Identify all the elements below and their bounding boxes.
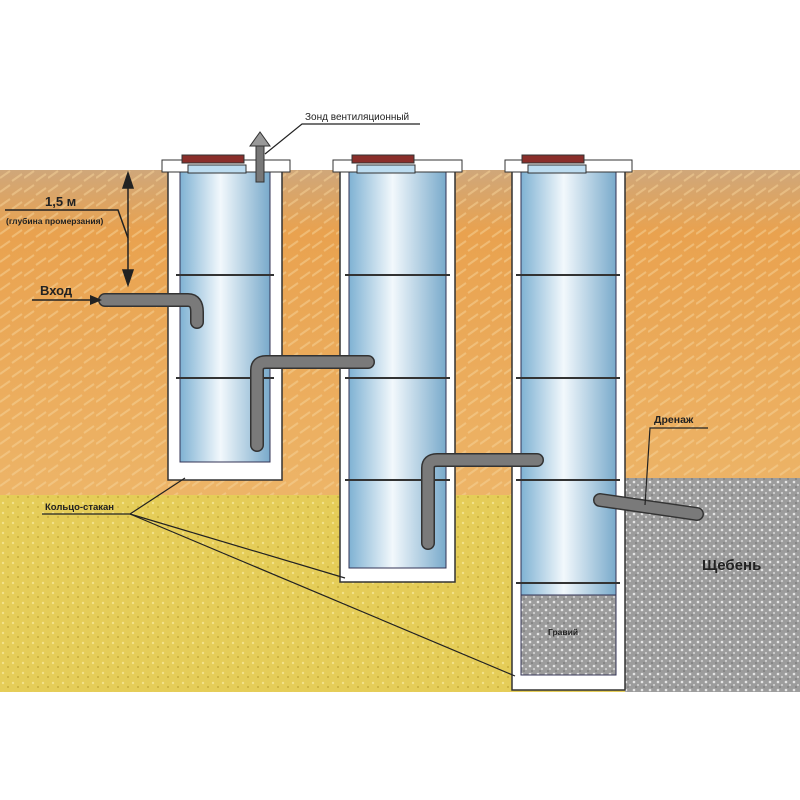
depth-note-label: (глубина промерзания) bbox=[6, 216, 104, 226]
vent-probe-icon bbox=[249, 131, 271, 183]
well-lid bbox=[351, 154, 415, 164]
depth-value-label: 1,5 м bbox=[45, 194, 76, 209]
gravel-fill bbox=[520, 594, 617, 676]
ring-sleeve-label: Кольцо-стакан bbox=[45, 502, 114, 513]
gravel-label: Гравий bbox=[548, 627, 578, 637]
crushed-stone-label: Щебень bbox=[702, 557, 761, 574]
inlet-label: Вход bbox=[40, 283, 73, 298]
well-3 bbox=[504, 154, 633, 691]
depth-arrow bbox=[5, 170, 135, 288]
well-lid bbox=[521, 154, 585, 164]
inlet-arrow-icon bbox=[90, 295, 102, 305]
vent-probe-label: Зонд вентиляционный bbox=[305, 112, 409, 123]
well-lid bbox=[181, 154, 245, 164]
well-1 bbox=[161, 154, 291, 481]
drainage-label: Дренаж bbox=[654, 414, 694, 426]
ring-sleeve-leaders bbox=[42, 477, 516, 677]
